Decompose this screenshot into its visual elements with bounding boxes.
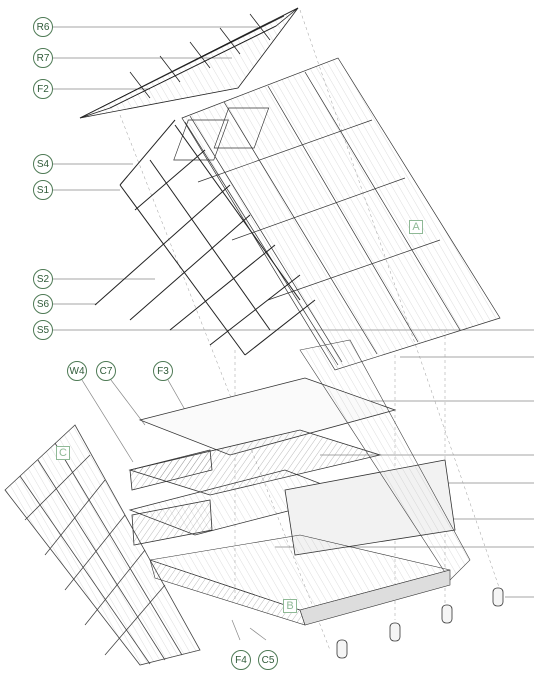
callout-f2: F2 — [33, 79, 53, 99]
callout-s1: S1 — [33, 180, 53, 200]
base-platform — [149, 534, 451, 626]
callout-s5: S5 — [33, 320, 53, 340]
callout-r6: R6 — [33, 17, 53, 37]
leader-lines — [53, 26, 534, 641]
callout-c7: C7 — [96, 361, 116, 381]
callout-s6: S6 — [33, 294, 53, 314]
foundation-piers — [336, 587, 504, 659]
zone-label-b: B — [283, 599, 297, 613]
floor-decks — [128, 377, 456, 556]
zone-label-a: A — [409, 220, 423, 234]
roof-module-grid — [173, 57, 501, 371]
callout-s4: S4 — [33, 154, 53, 174]
callout-f4: F4 — [231, 650, 251, 670]
zone-label-c: C — [56, 446, 70, 460]
roof-rafters — [94, 119, 316, 356]
callout-s2: S2 — [33, 269, 53, 289]
roof-glazing-panel — [79, 7, 299, 119]
callout-c5: C5 — [258, 650, 278, 670]
callout-r7: R7 — [33, 48, 53, 68]
callout-f3: F3 — [153, 361, 173, 381]
facade-grid-panel — [4, 424, 201, 666]
callout-w4: W4 — [67, 361, 87, 381]
side-sloped-panel — [299, 339, 471, 581]
